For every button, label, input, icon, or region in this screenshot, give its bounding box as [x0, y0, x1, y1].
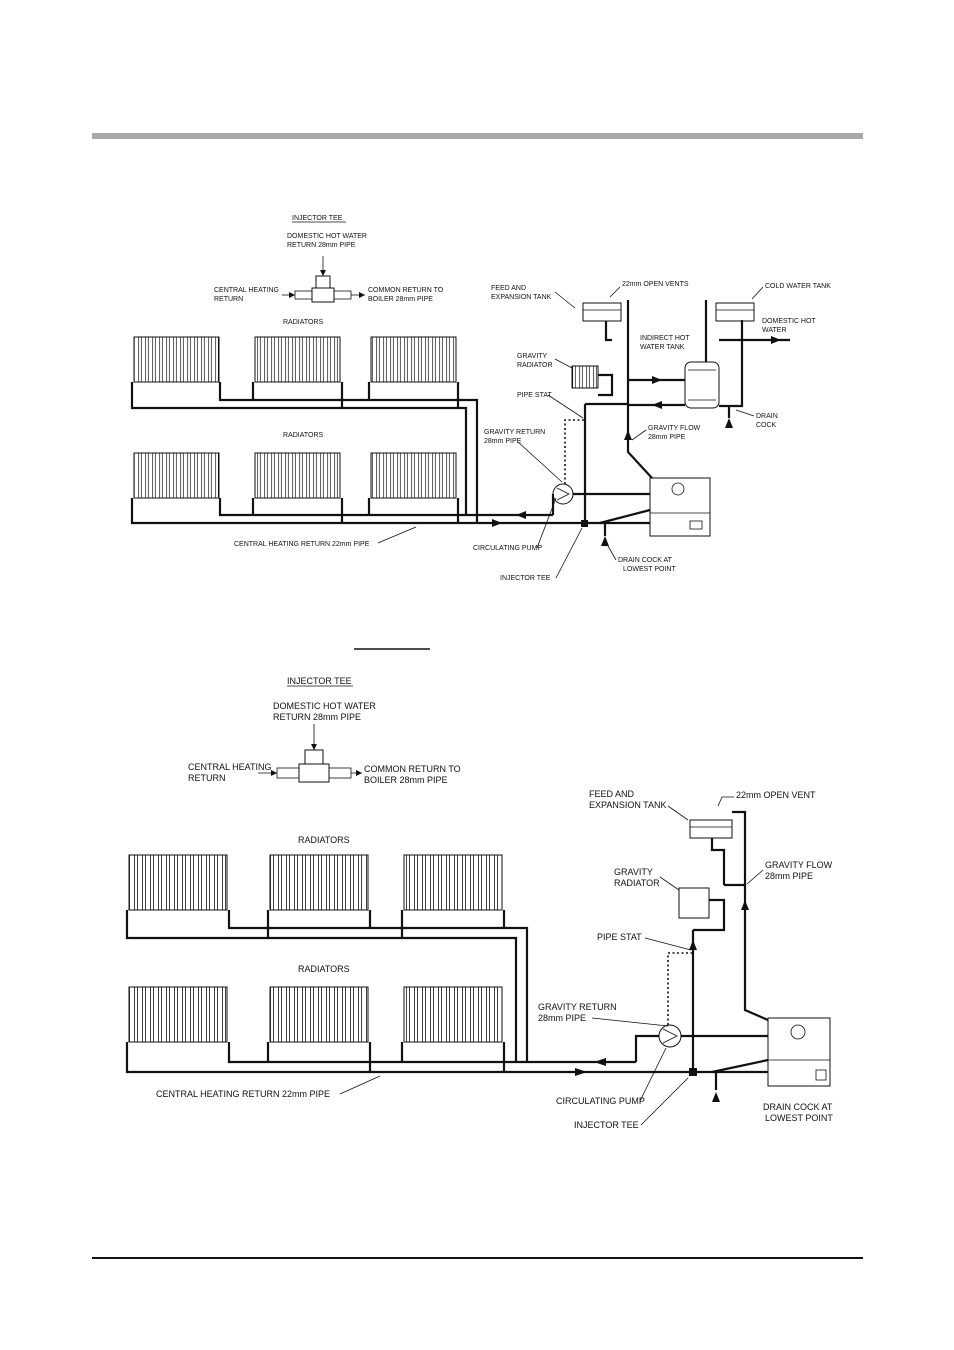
pipe-stat-label-b: PIPE STAT — [597, 932, 642, 942]
cold-water-tank-a — [715, 302, 755, 322]
circulating-pump-label-a: CIRCULATING PUMP — [473, 545, 542, 552]
drain-lowest-label-b: DRAIN COCK AT — [763, 1102, 833, 1112]
circulating-pump-label-b: CIRCULATING PUMP — [556, 1096, 645, 1106]
gravity-radiator-label-a2: RADIATOR — [517, 362, 553, 369]
diagram-a: INJECTOR TEE DOMESTIC HOT WATER RETURN 2… — [130, 215, 831, 582]
gravity-radiator-label-a: GRAVITY — [517, 353, 548, 360]
drain-lowest-label-a: DRAIN COCK AT — [618, 557, 673, 564]
dhw-return-label-a2: RETURN 28mm PIPE — [287, 242, 356, 249]
open-vents-label-a: 22mm OPEN VENTS — [622, 281, 689, 288]
feed-expansion-tank-a — [582, 302, 622, 322]
ch-return-pipe-label-b: CENTRAL HEATING RETURN 22mm PIPE — [156, 1089, 330, 1099]
gravity-flow-label-a2: 28mm PIPE — [648, 434, 686, 441]
circulating-pump-a — [552, 483, 574, 505]
feed-expansion-tank-b — [689, 819, 733, 839]
ch-return-label-b2: RETURN — [188, 773, 226, 783]
header-rule — [92, 133, 863, 139]
injector-tee-title-b: INJECTOR TEE — [287, 676, 352, 686]
indirect-tank-label-a: INDIRECT HOT — [640, 335, 690, 342]
ch-return-label-a2: RETURN — [214, 296, 243, 303]
indirect-tank-label-a2: WATER TANK — [640, 344, 685, 351]
dhw-return-label-b: DOMESTIC HOT WATER — [273, 701, 376, 711]
gravity-return-label-b: GRAVITY RETURN — [538, 1002, 617, 1012]
cold-water-tank-label-a: COLD WATER TANK — [765, 283, 831, 290]
gravity-radiator-label-b2: RADIATOR — [614, 878, 660, 888]
footer-rule — [92, 1257, 863, 1259]
drain-cock-label-a2: COCK — [756, 422, 777, 429]
gravity-flow-label-b: GRAVITY FLOW — [765, 860, 833, 870]
diagram-b: INJECTOR TEE DOMESTIC HOT WATER RETURN 2… — [125, 676, 833, 1130]
common-return-label-a: COMMON RETURN TO — [368, 287, 444, 294]
gravity-radiator-label-b: GRAVITY — [614, 867, 653, 877]
feed-tank-label-b2: EXPANSION TANK — [589, 800, 667, 810]
ch-return-label-b: CENTRAL HEATING — [188, 762, 272, 772]
drain-lowest-label-a2: LOWEST POINT — [623, 566, 676, 573]
common-return-label-a2: BOILER 28mm PIPE — [368, 296, 433, 303]
open-vent-label-b: 22mm OPEN VENT — [736, 790, 816, 800]
feed-tank-label-a2: EXPANSION TANK — [491, 294, 552, 301]
radiators-label-top-b: RADIATORS — [298, 835, 350, 845]
radiators-label-top-a: RADIATORS — [283, 319, 324, 326]
gravity-return-label-a: GRAVITY RETURN — [484, 429, 545, 436]
gravity-flow-label-b2: 28mm PIPE — [765, 871, 813, 881]
indirect-hot-water-tank-a — [684, 361, 720, 409]
radiator-group-a — [133, 336, 457, 499]
ch-return-pipe-label-a: CENTRAL HEATING RETURN 22mm PIPE — [234, 541, 370, 548]
radiators-label-bottom-a: RADIATORS — [283, 432, 324, 439]
dhw-return-label-b2: RETURN 28mm PIPE — [273, 712, 361, 722]
injector-tee-a — [581, 520, 588, 527]
boiler-b — [767, 1017, 831, 1087]
injector-tee-label-a: INJECTOR TEE — [500, 575, 551, 582]
injector-tee-detail-b — [258, 724, 362, 783]
radiators-label-bottom-b: RADIATORS — [298, 964, 350, 974]
dhw-label-a: DOMESTIC HOT — [762, 318, 816, 325]
drain-cock-label-a: DRAIN — [756, 413, 778, 420]
dhw-return-label-a: DOMESTIC HOT WATER — [287, 233, 367, 240]
pipe-stat-label-a: PIPE STAT — [517, 392, 552, 399]
injector-tee-b — [689, 1068, 697, 1076]
injector-tee-label-b: INJECTOR TEE — [574, 1120, 639, 1130]
common-return-label-b: COMMON RETURN TO — [364, 764, 461, 774]
gravity-flow-label-a: GRAVITY FLOW — [648, 425, 701, 432]
injector-tee-detail-a — [282, 256, 365, 303]
gravity-return-label-b2: 28mm PIPE — [538, 1013, 586, 1023]
radiator-group-b — [128, 854, 503, 1043]
gravity-radiator-b — [678, 887, 710, 919]
feed-tank-label-b: FEED AND — [589, 789, 635, 799]
dhw-label-a2: WATER — [762, 327, 787, 334]
drain-lowest-label-b2: LOWEST POINT — [765, 1113, 833, 1123]
injector-tee-title-a: INJECTOR TEE — [292, 215, 343, 222]
gravity-return-label-a2: 28mm PIPE — [484, 438, 522, 445]
feed-tank-label-a: FEED AND — [491, 285, 526, 292]
boiler-a — [649, 477, 711, 537]
common-return-label-b2: BOILER 28mm PIPE — [364, 775, 448, 785]
ch-return-label-a: CENTRAL HEATING — [214, 287, 279, 294]
